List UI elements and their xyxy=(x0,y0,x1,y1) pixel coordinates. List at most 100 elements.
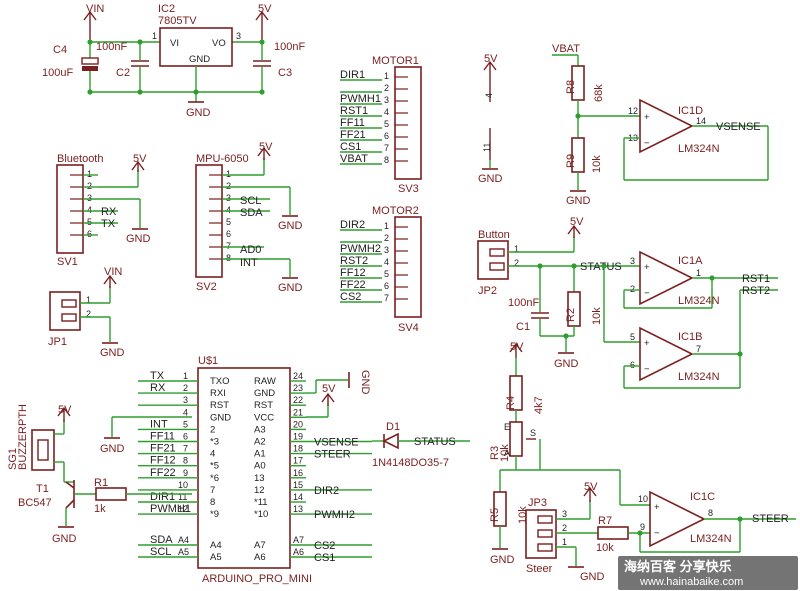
steer-pot-section: 5V R4 4k7 R3 10k E A S R5 10k GND xyxy=(489,341,650,566)
sv4-pins: 1 2 3 4 5 6 7 xyxy=(384,221,389,303)
svg-text:CS2: CS2 xyxy=(340,291,361,303)
svg-text:2: 2 xyxy=(87,181,92,191)
arduino-right-pin-label: VCC xyxy=(254,412,274,423)
arduino-left-pin-label: A4 xyxy=(210,540,222,551)
svg-text:2: 2 xyxy=(384,83,389,93)
svg-text:2: 2 xyxy=(226,181,231,191)
svg-text:+: + xyxy=(644,338,650,349)
arduino-right-pin-number: A6 xyxy=(293,547,304,557)
jp3-5v-label: 5V xyxy=(584,481,598,493)
jp3-gnd-label: GND xyxy=(580,571,605,583)
mpu-int-net: INT xyxy=(240,257,258,269)
r4-value: 4k7 xyxy=(533,396,545,414)
r3-ref: R3 xyxy=(489,446,501,460)
svg-text:−: − xyxy=(644,138,650,149)
r9-value: 10k xyxy=(591,155,603,173)
ic2-vo-pin: VO xyxy=(212,38,226,49)
jp3-ref: JP3 xyxy=(528,497,547,509)
steer-net: STEER xyxy=(752,513,789,525)
arduino-left-pin-label: *6 xyxy=(210,473,219,484)
svg-text:4: 4 xyxy=(384,107,389,117)
svg-text:−: − xyxy=(644,364,650,375)
svg-text:5: 5 xyxy=(384,119,389,129)
status-net: STATUS xyxy=(580,261,622,273)
sv2-pins: 1 2 3 4 5 6 7 8 xyxy=(226,169,231,263)
ic2-part: 7805TV xyxy=(158,15,197,27)
t1-gnd-label: GND xyxy=(52,533,77,545)
d1-status-net: STATUS xyxy=(414,436,456,448)
ic1b-ref: IC1B xyxy=(678,331,702,343)
c3-ref: C3 xyxy=(278,67,292,79)
arduino-right-pin-number: A7 xyxy=(293,535,304,545)
buzzer-body xyxy=(31,429,55,471)
pot-s-pin: S xyxy=(530,428,536,438)
jp1-gnd-label: GND xyxy=(100,347,125,359)
svg-text:DIR2: DIR2 xyxy=(340,219,365,231)
arduino-right-pin-label: A1 xyxy=(254,449,266,460)
arduino-left-net: SDA xyxy=(150,534,173,546)
svg-text:−: − xyxy=(654,528,660,539)
arduino-left-pin-number: 9 xyxy=(183,468,188,478)
arduino-left-pin-number: A4 xyxy=(178,535,189,545)
jp1-pin1: 1 xyxy=(86,295,91,305)
arduino-left-pin-number: 5 xyxy=(183,419,188,429)
arduino-right-pin-label: 13 xyxy=(254,473,265,484)
arduino-left-net: FF11 xyxy=(150,431,175,443)
r8-ref: R8 xyxy=(565,80,577,94)
bt-gnd-label: GND xyxy=(126,233,151,245)
r2-value: 10k xyxy=(591,307,603,325)
sv3-nets: DIR1 PWMH1 RST1 FF11 FF21 CS1 VBAT xyxy=(340,69,381,165)
mpu-title: MPU-6050 xyxy=(196,153,249,165)
ic1a-part: LM324N xyxy=(678,295,720,307)
ic1b-section: + − 5 6 7 IC1B LM324N RST2 xyxy=(603,266,778,389)
u1-name: ARDUINO_PRO_MINI xyxy=(202,573,312,585)
c4-value: 100uF xyxy=(42,67,73,79)
arduino-right-pin-number: 24 xyxy=(293,371,303,381)
arduino-left-pin-label: TXO xyxy=(210,376,230,387)
c1-gnd-label: GND xyxy=(554,358,579,370)
svg-text:3: 3 xyxy=(226,193,231,203)
sg1-part: BUZZERPTH xyxy=(17,404,29,470)
regulator-section: VIN 5V C4 100uF 100nF C2 IC2 7805TV VI V… xyxy=(42,3,305,119)
d1-ref: D1 xyxy=(386,421,400,433)
arduino-right-pin-label: GND xyxy=(254,388,275,399)
arduino-right-net: STEER xyxy=(314,449,351,461)
bt-tx-net: TX xyxy=(101,218,116,230)
ic1b-pin6: 6 xyxy=(630,360,635,370)
arduino-right-pin-number: 14 xyxy=(293,492,303,502)
svg-text:PWMH1: PWMH1 xyxy=(340,93,381,105)
svg-text:FF11: FF11 xyxy=(340,117,365,129)
svg-text:PWMH2: PWMH2 xyxy=(340,243,381,255)
t1-ref: T1 xyxy=(36,483,49,495)
pot-a-pin: A xyxy=(504,448,510,458)
arduino-right-pin-label: A0 xyxy=(254,461,266,472)
svg-text:3: 3 xyxy=(384,245,389,255)
svg-text:1: 1 xyxy=(87,169,92,179)
arduino-right-net: DIR2 xyxy=(314,485,339,497)
svg-text:4: 4 xyxy=(87,205,92,215)
svg-text:6: 6 xyxy=(384,281,389,291)
svg-text:RST1: RST1 xyxy=(340,105,368,117)
watermark-url: www.hainabaike.com xyxy=(639,576,743,588)
r1-resistor xyxy=(95,487,127,501)
svg-text:1: 1 xyxy=(226,169,231,179)
ic1a-pin1: 1 xyxy=(696,268,701,278)
sv4-nets: DIR2 PWMH2 RST2 FF12 FF22 CS2 xyxy=(340,219,381,303)
bluetooth-title: Bluetooth xyxy=(57,153,103,165)
sv3-pins: 1 2 3 4 5 6 7 8 xyxy=(384,71,389,165)
rst1-net: RST1 xyxy=(742,273,770,285)
svg-text:FF21: FF21 xyxy=(340,129,366,141)
ic1b-pin7: 7 xyxy=(696,344,701,354)
ic1b-part: LM324N xyxy=(678,371,720,383)
arduino-right-pin-label: A6 xyxy=(254,552,266,563)
arduino-left-pin-number: 10 xyxy=(178,480,188,490)
sv4-ref: SV4 xyxy=(398,322,419,334)
c1-ref: C1 xyxy=(516,321,530,333)
arduino-left-net: RX xyxy=(150,382,166,394)
arduino-left-pin-label: 2 xyxy=(210,424,215,435)
arduino-left-pin-number: 3 xyxy=(183,395,188,405)
svg-text:RST2: RST2 xyxy=(340,255,368,267)
